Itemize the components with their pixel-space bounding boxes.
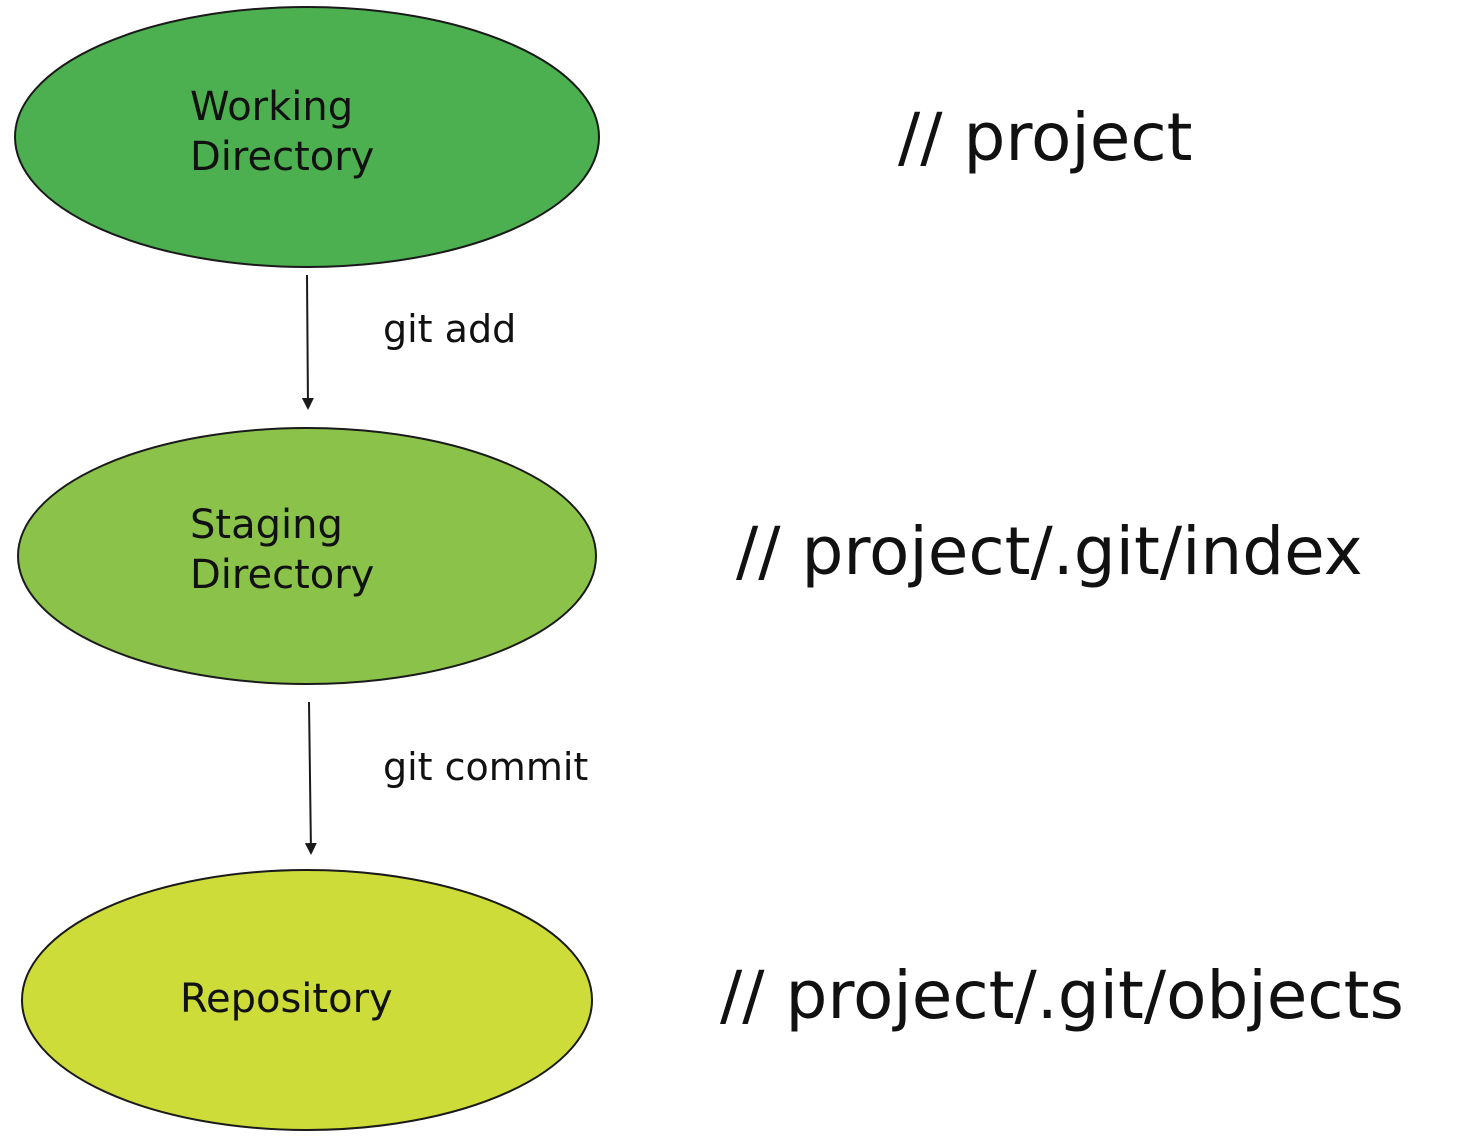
working-directory-path: // project xyxy=(898,99,1193,176)
staging-directory-ellipse xyxy=(17,427,597,685)
repository-label: Repository xyxy=(180,976,393,1022)
staging-directory-label: Staging Directory xyxy=(190,502,374,598)
staging-directory-path: // project/.git/index xyxy=(736,513,1363,590)
git-commit-edge: git commit xyxy=(304,701,588,855)
repository-node: Repository xyxy=(21,869,593,1131)
git-commit-arrow xyxy=(304,701,317,855)
git-add-edge: git add xyxy=(301,274,516,410)
working-directory-label: Working Directory xyxy=(190,84,374,180)
working-directory-node: Working Directory xyxy=(14,6,600,268)
staging-directory-node: Staging Directory xyxy=(17,427,597,685)
working-directory-ellipse xyxy=(14,6,600,268)
git-commit-label: git commit xyxy=(383,745,588,789)
repository-path: // project/.git/objects xyxy=(720,957,1404,1034)
git-add-arrow xyxy=(301,274,314,410)
git-add-label: git add xyxy=(383,307,516,351)
repository-ellipse xyxy=(21,869,593,1131)
